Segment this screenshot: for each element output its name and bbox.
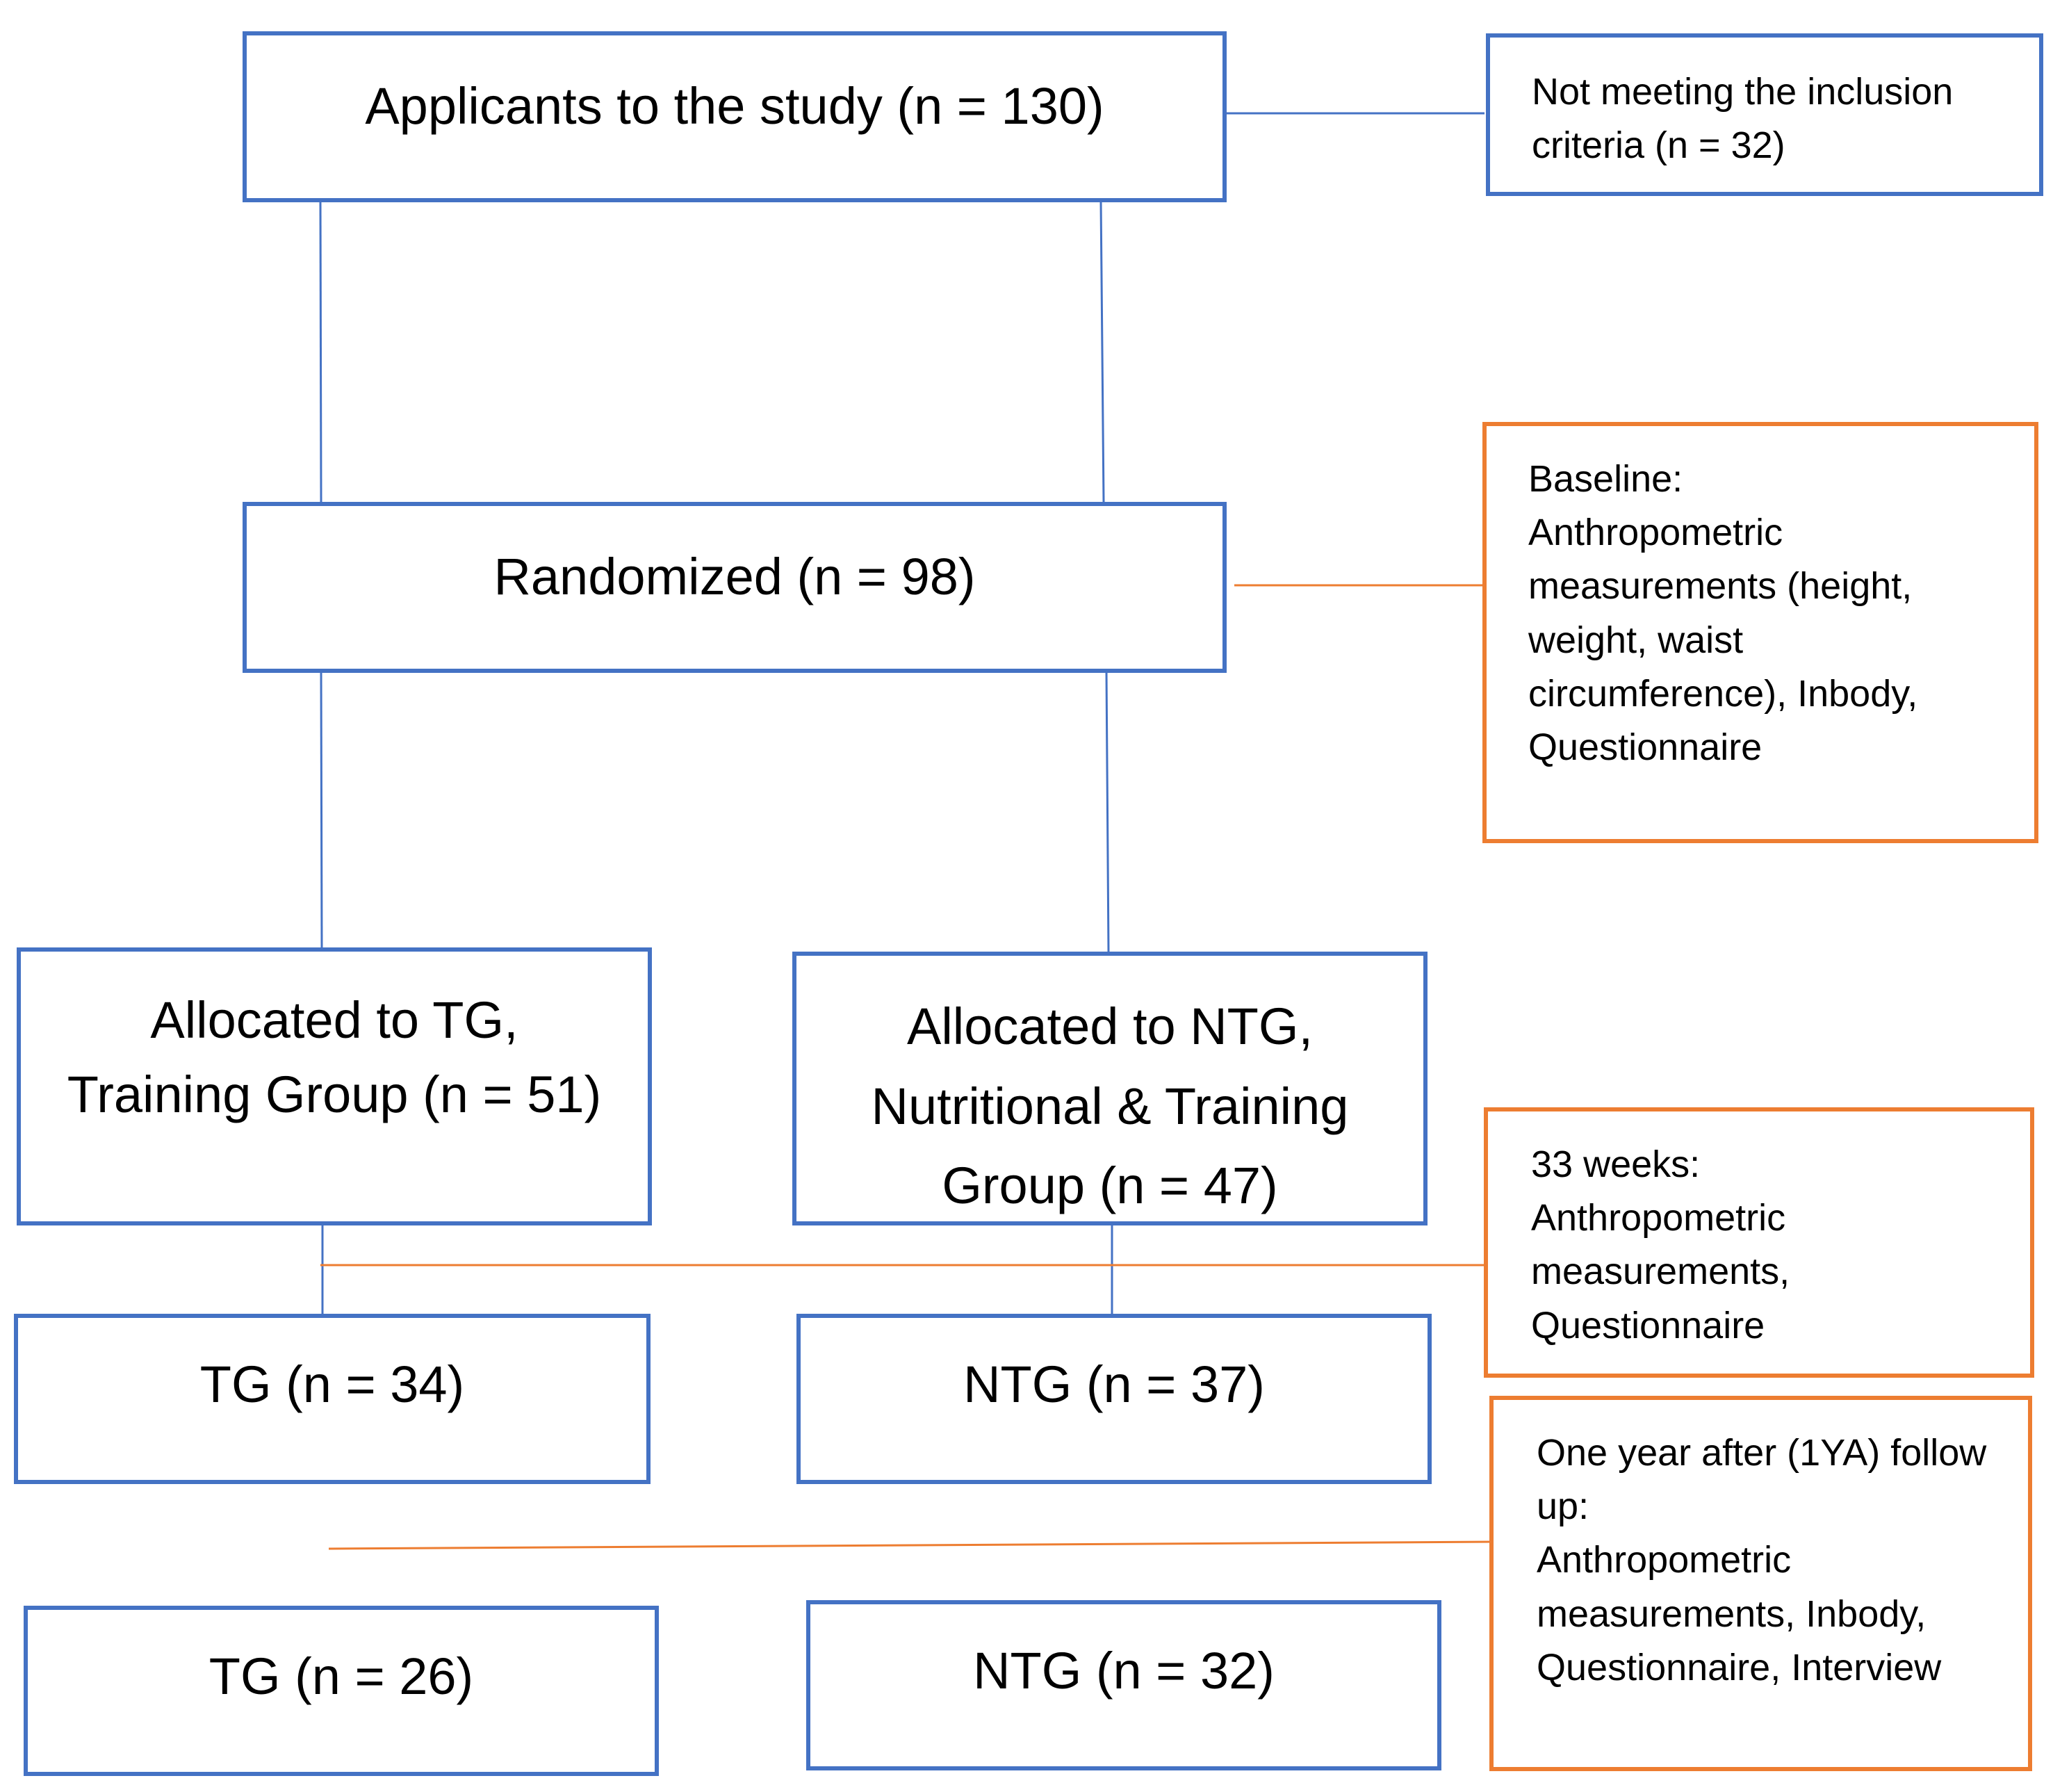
ntg-1ya-label: NTG (n = 32) — [973, 1642, 1275, 1700]
followup-box: One year after (1YA) follow up: Anthropo… — [1489, 1396, 2032, 1771]
tg-33-box: TG (n = 34) — [14, 1314, 651, 1484]
tg-1ya-label: TG (n = 26) — [208, 1647, 474, 1705]
tg-1ya-box: TG (n = 26) — [24, 1606, 659, 1776]
allocated-tg-label: Allocated to TG, Training Group (n = 51) — [67, 991, 602, 1124]
allocated-ntg-box: Allocated to NTG, Nutritional & Training… — [792, 952, 1428, 1225]
randomized-box: Randomized (n = 98) — [243, 502, 1227, 673]
exclusion-box: Not meeting the inclusion criteria (n = … — [1486, 33, 2043, 196]
baseline-label: Baseline: Anthropometric measurements (h… — [1528, 458, 1918, 769]
connector-followup — [328, 1540, 1496, 1550]
33-weeks-box: 33 weeks: Anthropometric measurements, Q… — [1484, 1107, 2034, 1378]
exclusion-label: Not meeting the inclusion criteria (n = … — [1532, 71, 1954, 167]
connector-randomized-left — [320, 671, 323, 948]
allocated-tg-box: Allocated to TG, Training Group (n = 51) — [17, 947, 652, 1225]
applicants-box: Applicants to the study (n = 130) — [243, 31, 1227, 202]
ntg-33-box: NTG (n = 37) — [796, 1314, 1432, 1484]
followup-label: One year after (1YA) follow up: Anthropo… — [1537, 1432, 1987, 1688]
allocated-ntg-label: Allocated to NTG, Nutritional & Training… — [871, 997, 1349, 1215]
tg-33-label: TG (n = 34) — [199, 1355, 465, 1413]
ntg-1ya-box: NTG (n = 32) — [806, 1600, 1441, 1770]
connector-applicants-right — [1099, 201, 1105, 503]
connector-applicants-left — [319, 201, 322, 503]
randomized-label: Randomized (n = 98) — [493, 548, 976, 605]
applicants-label: Applicants to the study (n = 130) — [365, 77, 1104, 135]
33-weeks-label: 33 weeks: Anthropometric measurements, Q… — [1531, 1143, 1790, 1346]
connector-randomized-right — [1105, 671, 1110, 952]
baseline-box: Baseline: Anthropometric measurements (h… — [1482, 422, 2038, 843]
ntg-33-label: NTG (n = 37) — [963, 1355, 1265, 1413]
